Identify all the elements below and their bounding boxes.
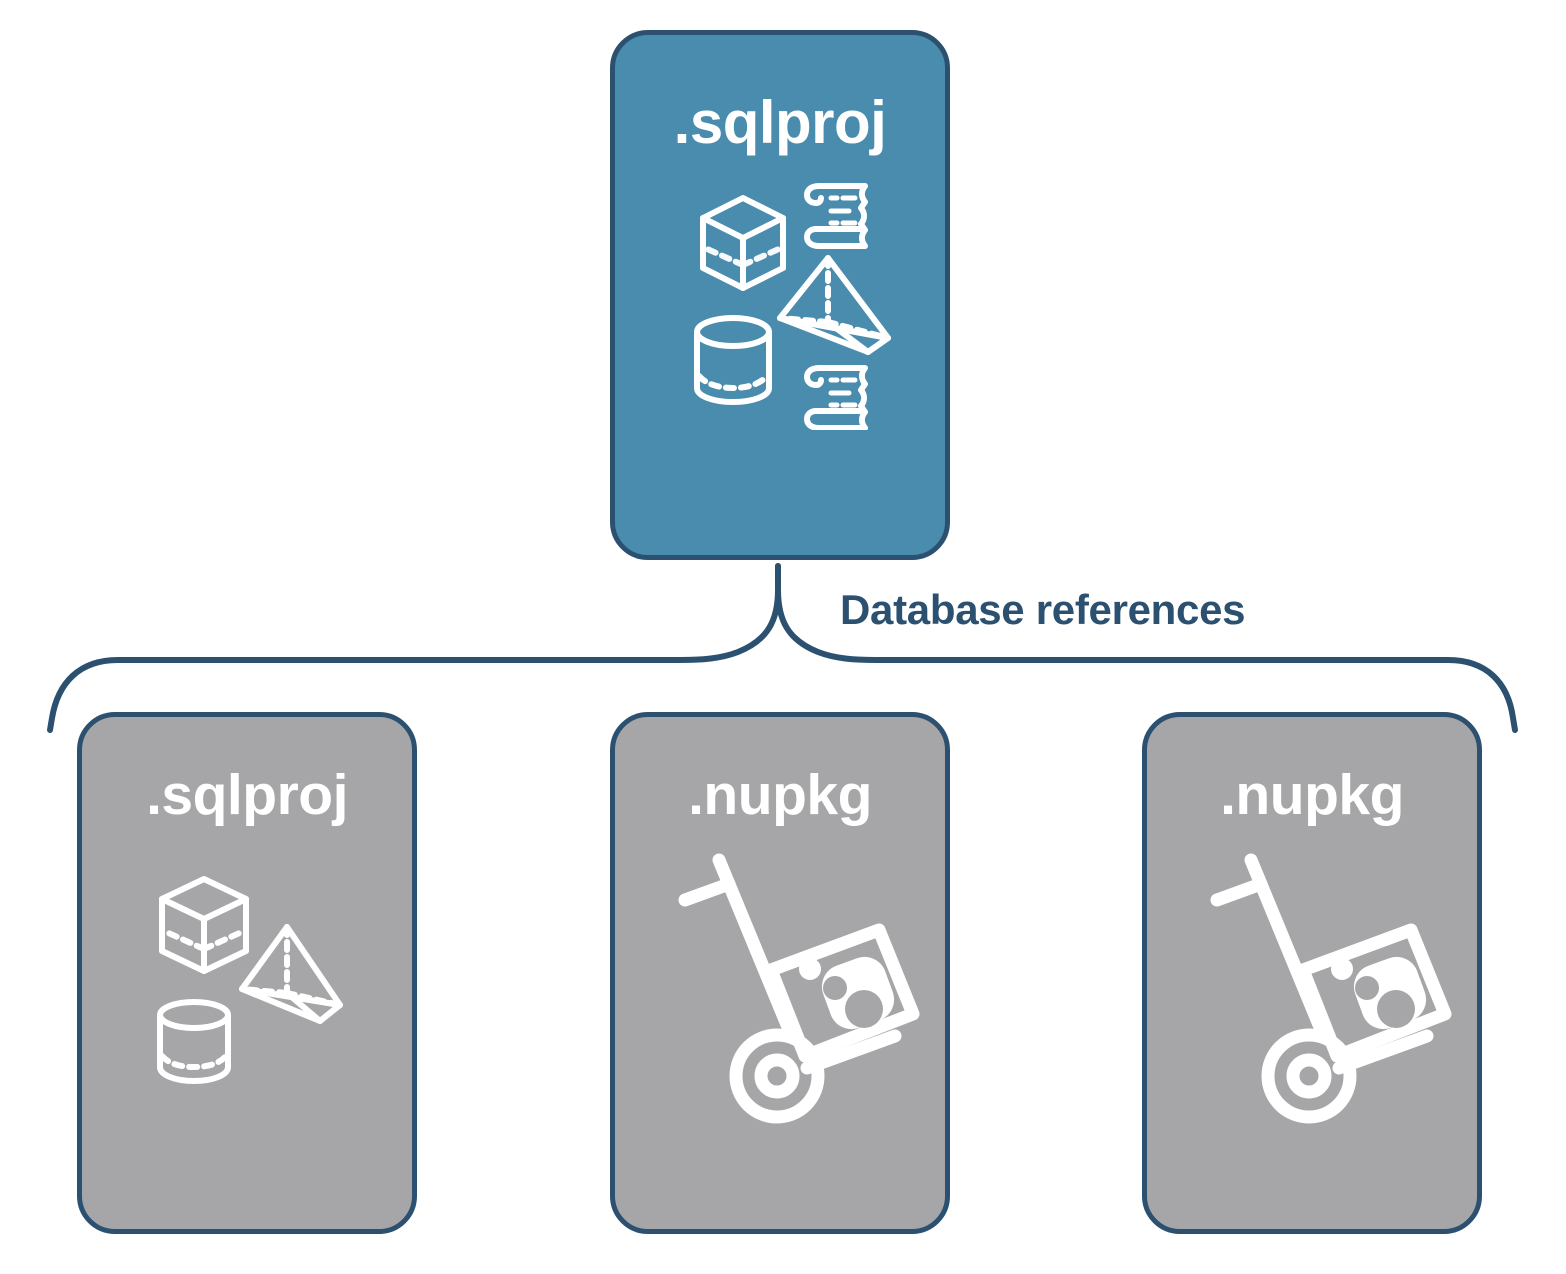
node-card-sqlproj-root[interactable]: .sqlproj [610,30,950,560]
scroll-icon [804,365,868,430]
pyramid-icon [239,924,343,1024]
node-card-sqlproj-reference[interactable]: .sqlproj [77,712,417,1234]
scroll-icon [804,183,868,249]
node-card-nupkg-2[interactable]: .nupkg [1142,712,1482,1234]
card-title: .sqlproj [673,89,887,156]
cube-icon [159,876,249,974]
card-title: .nupkg [1220,763,1404,827]
sql-objects-icon-group [694,183,891,430]
cylinder-icon [157,999,231,1084]
cylinder-icon [694,315,772,405]
connector-label: Database references [840,586,1246,633]
hand-truck-package-icon [1210,853,1452,1124]
card-title: .nupkg [688,763,872,827]
sql-objects-icon-group [157,876,343,1084]
card-title: .sqlproj [146,763,348,827]
cube-icon [700,195,786,291]
node-card-nupkg-1[interactable]: .nupkg [610,712,950,1234]
pyramid-icon [777,255,891,355]
hand-truck-package-icon [678,853,920,1124]
